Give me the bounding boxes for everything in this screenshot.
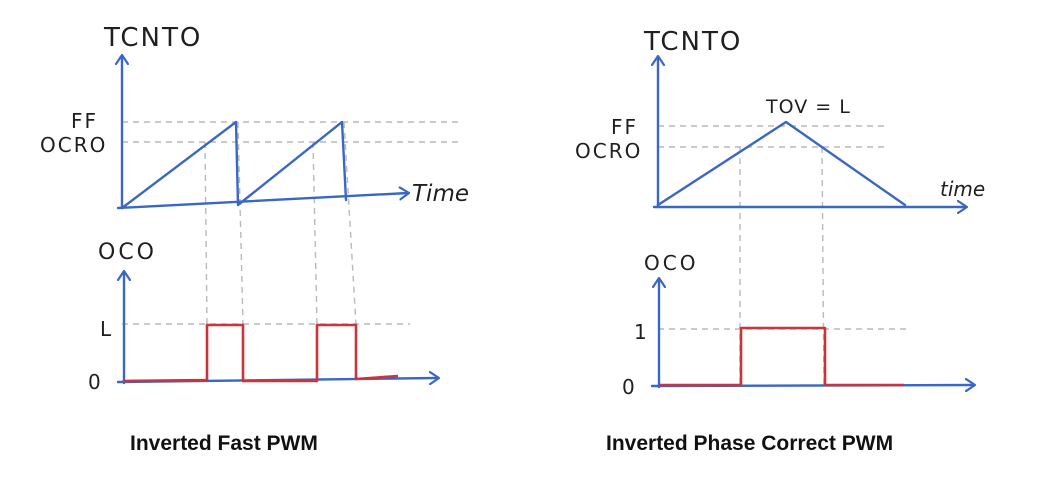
phase-tov-label: TOV = L <box>765 96 851 118</box>
phase-vertical-guide-2 <box>821 146 825 389</box>
fast-output-label: OCO <box>98 240 157 265</box>
fast-vertical-guide-3 <box>312 141 318 326</box>
phase-triangle-wave <box>656 120 907 207</box>
phase-pwm-caption: Inverted Phase Correct PWM <box>606 432 894 455</box>
fast-time-label: Time <box>412 181 469 207</box>
phase-time-label: time <box>940 177 985 201</box>
phase-low-label: 0 <box>622 375 635 399</box>
fast-pwm-diagram: TCNTO FF OCRO Time OCO L 0 <box>40 23 469 394</box>
fast-ocr-label: OCRO <box>40 133 107 157</box>
phase-ocr-label: OCRO <box>575 139 642 163</box>
fast-pwm-caption: Inverted Fast PWM <box>130 432 318 455</box>
fast-counter-x-axis <box>116 193 408 210</box>
phase-ff-label: FF <box>611 115 638 139</box>
phase-output-label: OCO <box>644 251 698 275</box>
fast-output-signal <box>123 323 399 383</box>
fast-ff-label: FF <box>71 109 98 133</box>
fast-vertical-guide-4 <box>343 121 357 326</box>
phase-high-label: 1 <box>634 320 647 344</box>
fast-low-label: 0 <box>88 370 101 394</box>
phase-output-signal <box>659 326 904 387</box>
fast-vertical-guide-1 <box>204 141 208 326</box>
phase-counter-label: TCNTO <box>643 27 742 57</box>
fast-sawtooth-wave <box>120 120 348 210</box>
fast-high-label: L <box>100 317 112 341</box>
fast-counter-label: TCNTO <box>103 23 202 53</box>
fast-vertical-guide-2 <box>237 121 244 326</box>
phase-correct-pwm-diagram: TCNTO TOV = L FF OCRO time OCO 1 0 <box>575 27 985 399</box>
